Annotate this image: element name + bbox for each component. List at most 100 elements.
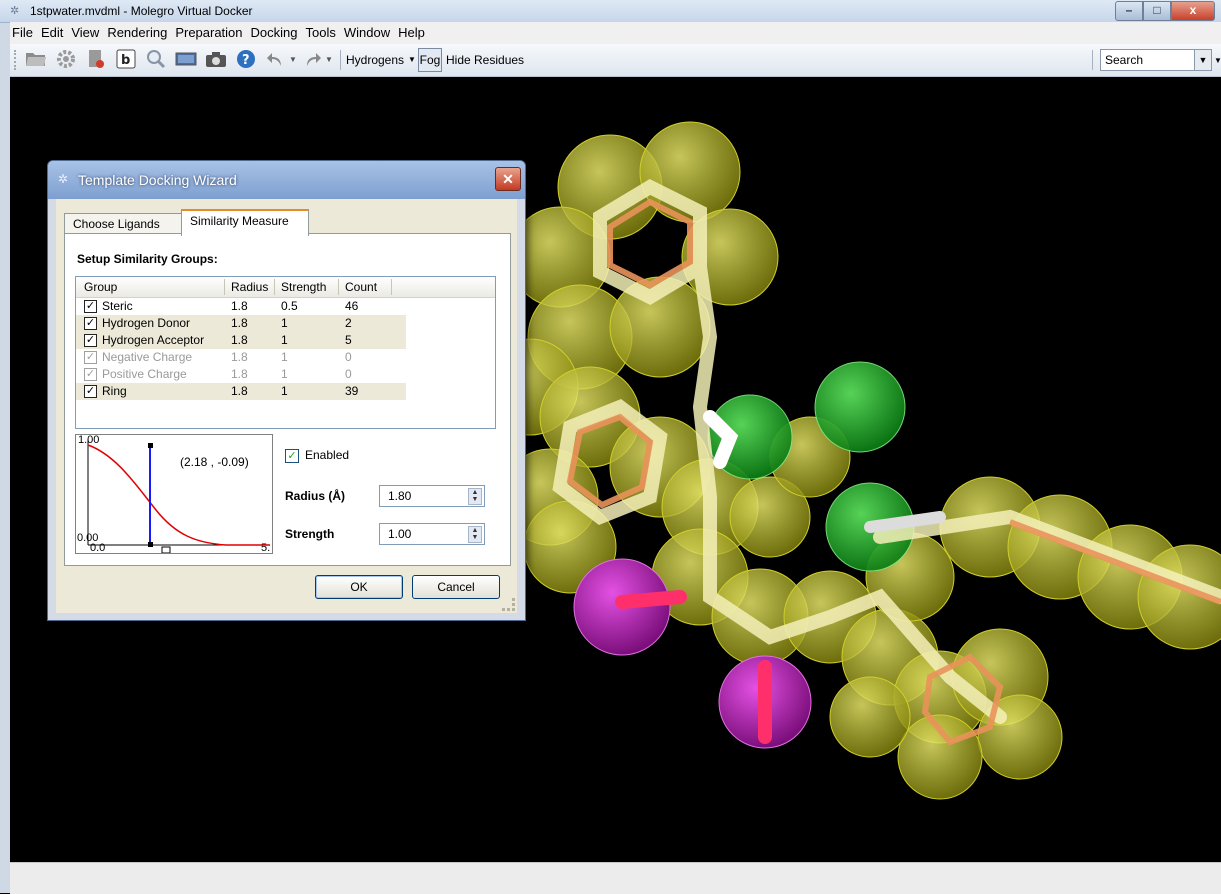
table-row[interactable]: ✓ Negative Charge 1.8 1 0	[76, 349, 406, 366]
toolbar-overflow-icon[interactable]: ▼	[1214, 56, 1221, 65]
maximize-button[interactable]: □	[1143, 1, 1171, 21]
row-group: Positive Charge	[102, 367, 187, 381]
dialog-close-button[interactable]: ✕	[495, 167, 521, 191]
column-header-group[interactable]: Group	[84, 280, 118, 294]
row-radius: 1.8	[231, 333, 248, 347]
radius-marker-bottom-handle[interactable]	[148, 542, 153, 547]
row-strength: 0.5	[281, 299, 298, 313]
tab-similarity-measure[interactable]: Similarity Measure	[181, 209, 309, 236]
row-group: Ring	[102, 384, 127, 398]
strength-label: Strength	[285, 527, 335, 541]
hide-residues-button[interactable]: Hide Residues	[446, 53, 525, 67]
similarity-groups-table[interactable]: Group Radius Strength Count ✓ Steric 1.8…	[75, 276, 496, 429]
table-row[interactable]: ✓ Steric 1.8 0.5 46	[76, 298, 406, 315]
row-count: 0	[345, 367, 352, 381]
row-checkbox[interactable]: ✓	[84, 385, 97, 398]
menu-rendering[interactable]: Rendering	[107, 25, 168, 40]
row-checkbox[interactable]: ✓	[84, 368, 97, 381]
search-select-value: Search	[1105, 53, 1144, 67]
screen-icon[interactable]	[174, 48, 198, 72]
radius-spinbox[interactable]: 1.80 ▲▼	[379, 485, 485, 507]
undo-dropdown-icon[interactable]: ▼	[289, 55, 297, 64]
toolbar-separator	[340, 50, 341, 70]
document-icon[interactable]	[84, 48, 108, 72]
undo-icon[interactable]	[264, 48, 288, 72]
table-row[interactable]: ✓ Hydrogen Acceptor 1.8 1 5	[76, 332, 406, 349]
enabled-checkbox[interactable]: ✓	[285, 449, 299, 463]
redo-icon[interactable]	[300, 48, 324, 72]
toolbar: b ? ▼ ▼ Hydrogens ▼ Fog Hide Residues Se…	[10, 44, 1221, 77]
menu-file[interactable]: File	[12, 25, 33, 40]
cancel-button[interactable]: Cancel	[412, 575, 500, 599]
menu-view[interactable]: View	[71, 25, 100, 40]
menu-bar: File Edit View Rendering Preparation Docking T…	[10, 22, 1221, 44]
similarity-curve	[87, 444, 270, 546]
row-radius: 1.8	[231, 350, 248, 364]
radius-marker-top-handle[interactable]	[148, 443, 153, 448]
close-button[interactable]: x	[1171, 1, 1215, 21]
fog-toggle-button[interactable]: Fog	[418, 48, 442, 72]
menu-tools[interactable]: Tools	[305, 25, 336, 40]
setup-similarity-groups-label: Setup Similarity Groups:	[77, 252, 218, 266]
resize-grip[interactable]	[502, 598, 515, 611]
app-icon: ✲	[10, 5, 20, 17]
dialog-body: Choose Ligands Similarity Measure Setup …	[56, 199, 517, 613]
row-radius: 1.8	[231, 299, 248, 313]
column-header-count[interactable]: Count	[345, 280, 378, 294]
radius-spin-arrows-icon[interactable]: ▲▼	[468, 488, 482, 505]
row-strength: 1	[281, 350, 288, 364]
open-folder-icon[interactable]	[24, 48, 48, 72]
row-radius: 1.8	[231, 384, 248, 398]
row-radius: 1.8	[231, 367, 248, 381]
hydrogens-dropdown-icon[interactable]: ▼	[408, 55, 416, 64]
strength-spinbox[interactable]: 1.00 ▲▼	[379, 523, 485, 545]
svg-text:b: b	[121, 53, 130, 68]
plot-slider-handle[interactable]	[161, 546, 171, 553]
column-header-radius[interactable]: Radius	[231, 280, 269, 294]
minimize-button[interactable]: –	[1115, 1, 1143, 21]
menu-help[interactable]: Help	[398, 25, 425, 40]
tab-choose-ligands[interactable]: Choose Ligands	[64, 213, 183, 234]
plot-origin-label: 0.00	[77, 532, 98, 544]
svg-text:?: ?	[242, 53, 250, 68]
plot-x0-label: 0.0	[90, 542, 105, 553]
toolbar-separator	[1092, 50, 1093, 70]
hydrogens-button[interactable]: Hydrogens	[346, 53, 405, 67]
search-dropdown-icon[interactable]: ▼	[1194, 49, 1212, 71]
menu-window[interactable]: Window	[343, 25, 391, 40]
menu-docking[interactable]: Docking	[250, 25, 298, 40]
similarity-function-plot[interactable]: 1.00 0.00 0.0 5. (2.18 , -0.09)	[75, 434, 273, 554]
b-factor-icon[interactable]: b	[114, 48, 138, 72]
ok-button[interactable]: OK	[315, 575, 403, 599]
help-icon[interactable]: ?	[234, 48, 258, 72]
dialog-title-bar[interactable]: ✲ Template Docking Wizard ✕	[48, 161, 525, 199]
window-title: 1stpwater.mvdml - Molegro Virtual Docker	[30, 4, 253, 18]
dialog-title: Template Docking Wizard	[78, 172, 237, 188]
search-select[interactable]: Search	[1100, 49, 1195, 71]
toolbar-grip[interactable]	[14, 50, 19, 70]
camera-icon[interactable]	[204, 48, 228, 72]
row-group: Hydrogen Acceptor	[102, 333, 205, 347]
row-checkbox[interactable]: ✓	[84, 351, 97, 364]
column-header-strength[interactable]: Strength	[281, 280, 327, 294]
row-checkbox[interactable]: ✓	[84, 317, 97, 330]
molecule-rendering	[481, 121, 1221, 800]
similarity-measure-panel: Setup Similarity Groups: Group Radius St…	[64, 233, 511, 566]
table-row[interactable]: ✓ Hydrogen Donor 1.8 1 2	[76, 315, 406, 332]
row-checkbox[interactable]: ✓	[84, 300, 97, 313]
title-bar: ✲ 1stpwater.mvdml - Molegro Virtual Dock…	[0, 0, 1221, 23]
strength-spin-arrows-icon[interactable]: ▲▼	[468, 526, 482, 543]
magnifier-icon[interactable]	[144, 48, 168, 72]
menu-preparation[interactable]: Preparation	[175, 25, 243, 40]
row-count: 0	[345, 350, 352, 364]
menu-edit[interactable]: Edit	[40, 25, 64, 40]
gear-icon[interactable]	[54, 48, 78, 72]
table-row[interactable]: ✓ Positive Charge 1.8 1 0	[76, 366, 406, 383]
row-strength: 1	[281, 384, 288, 398]
row-group: Steric	[102, 299, 133, 313]
table-row[interactable]: ✓ Ring 1.8 1 39	[76, 383, 406, 400]
row-checkbox[interactable]: ✓	[84, 334, 97, 347]
redo-dropdown-icon[interactable]: ▼	[325, 55, 333, 64]
row-group: Negative Charge	[102, 350, 193, 364]
row-count: 2	[345, 316, 352, 330]
